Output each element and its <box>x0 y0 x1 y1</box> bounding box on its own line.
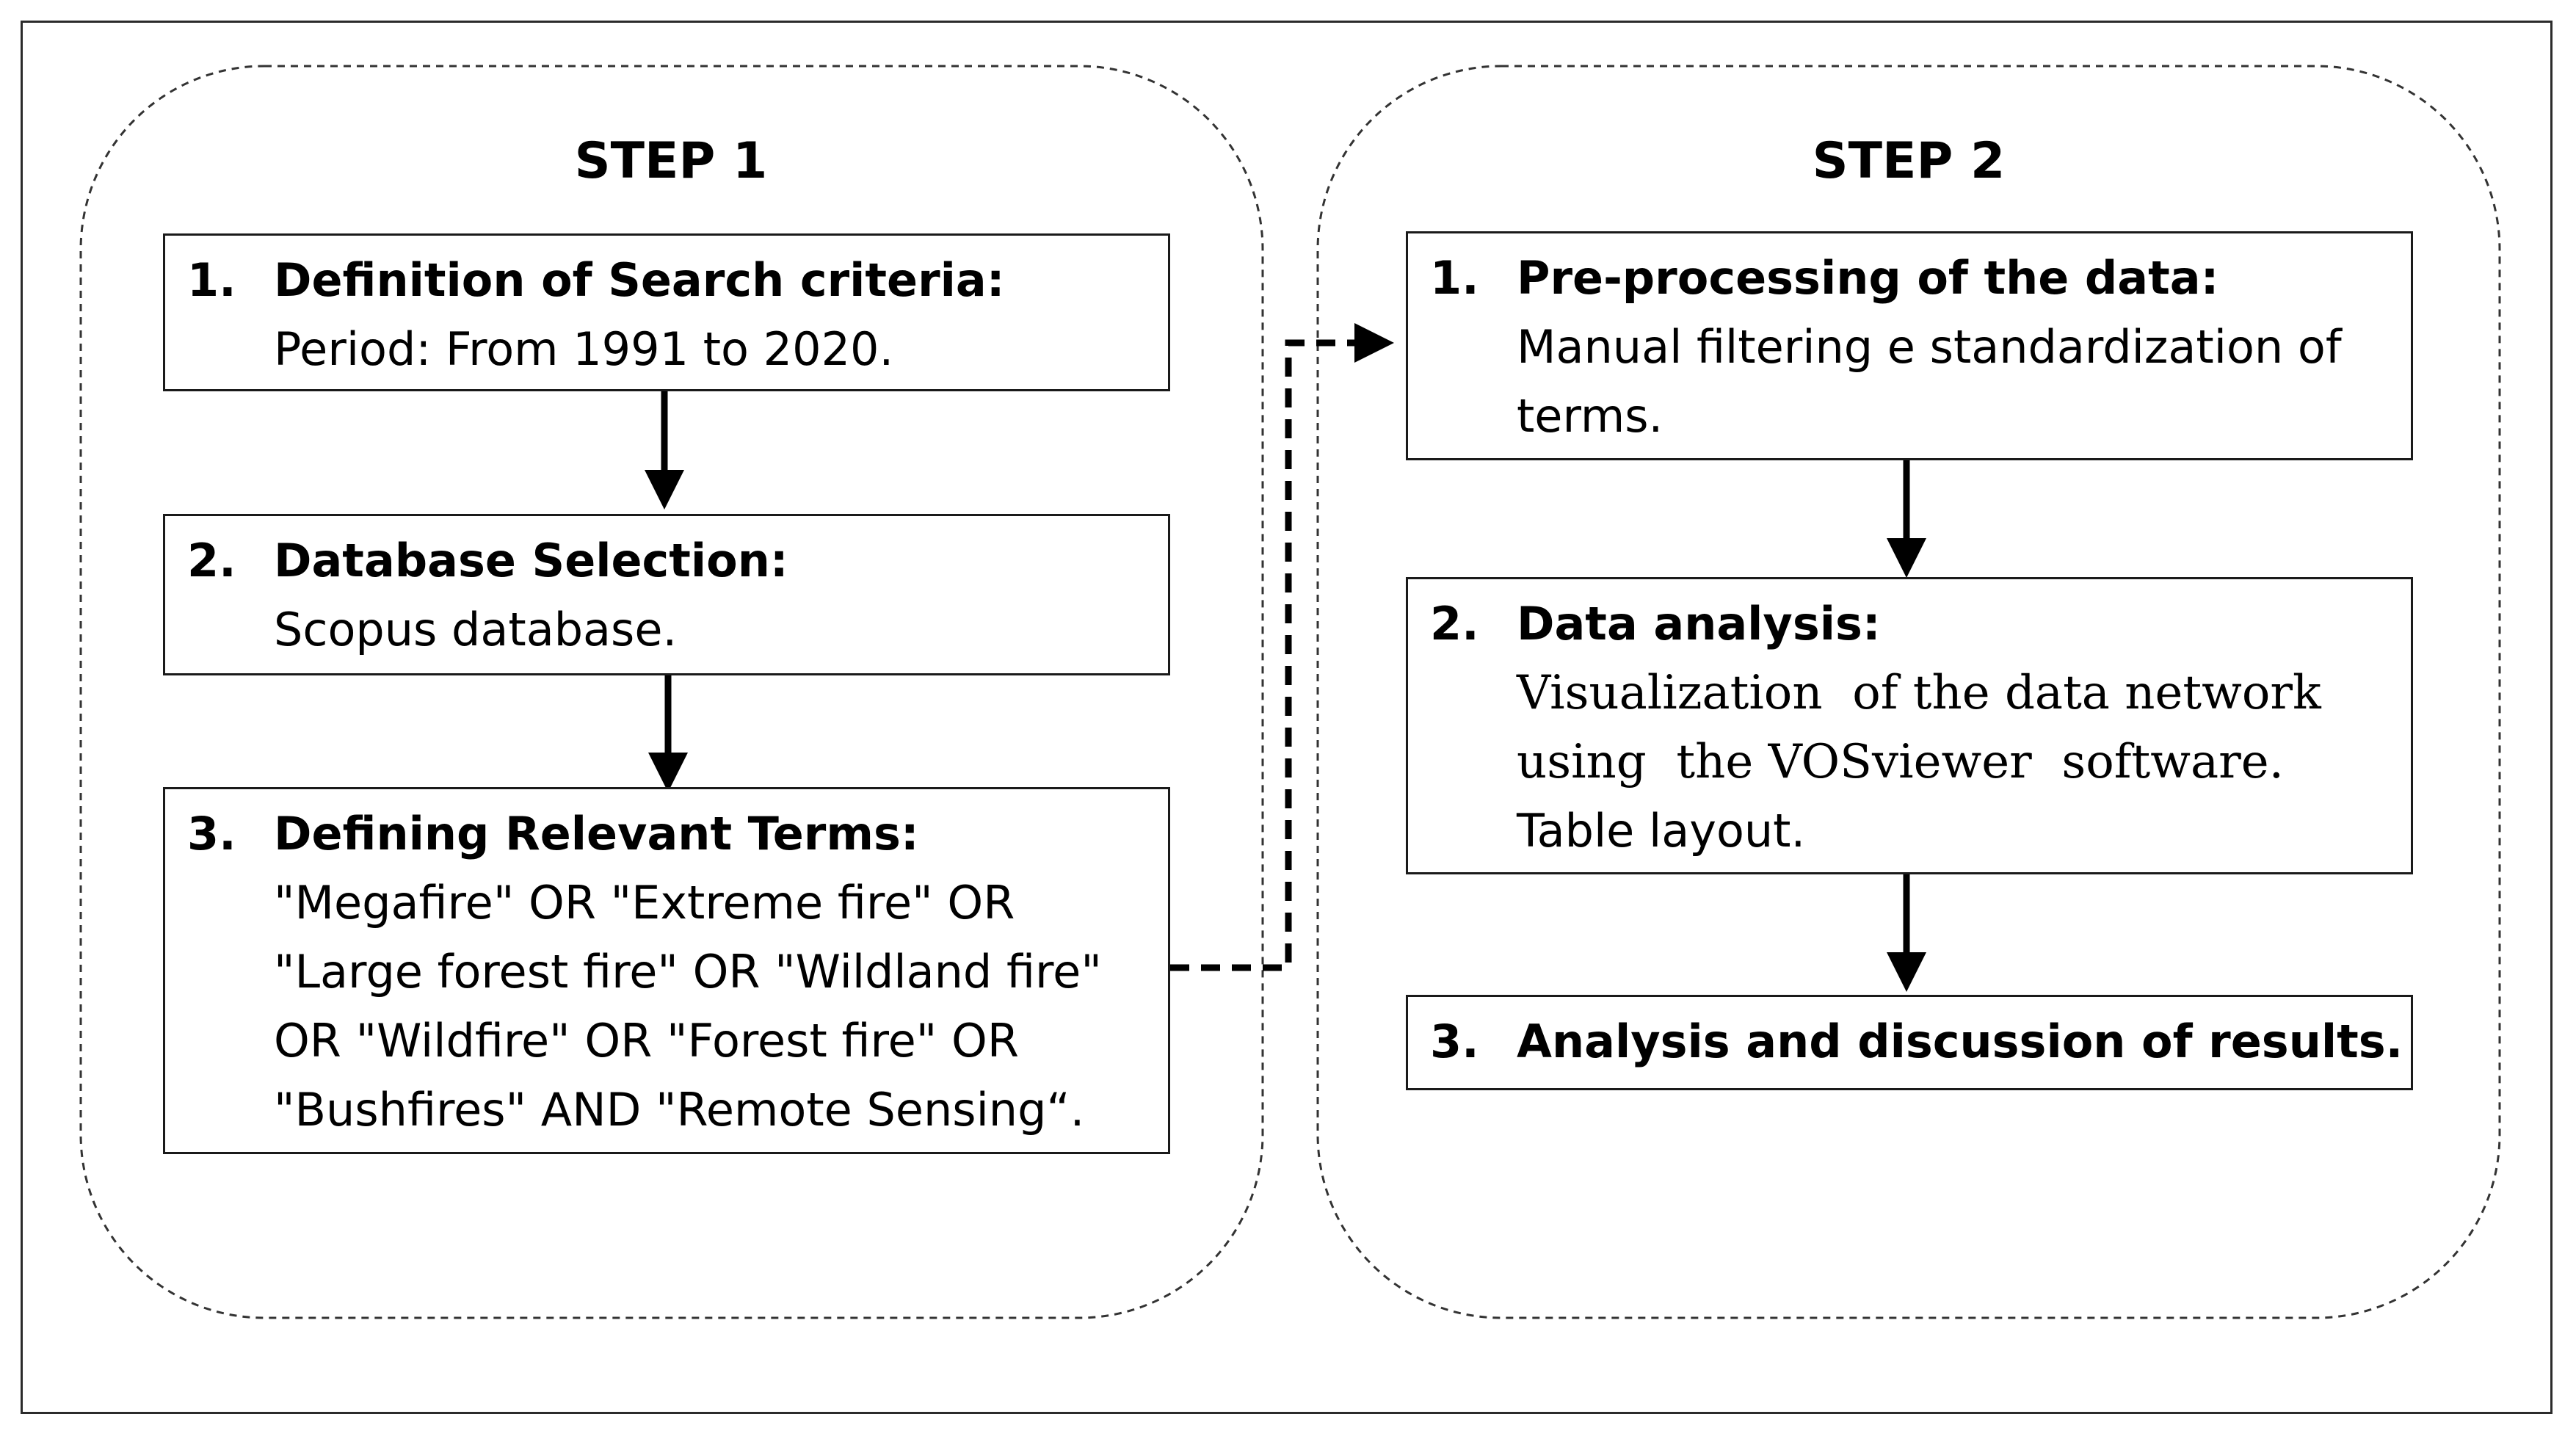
step2-group <box>1316 65 2501 1319</box>
step1-item1-text: Period: From 1991 to 2020. <box>274 322 894 376</box>
step1-box-relevant-terms: 3. Defining Relevant Terms: "Megafire" O… <box>163 787 1170 1154</box>
step2-item1-number: 1. <box>1430 251 1479 305</box>
step2-title: STEP 2 <box>1812 132 2006 190</box>
step1-item2-text: Scopus database. <box>274 603 678 656</box>
step2-item1-text: Manual filtering e standardization of te… <box>1517 320 2342 443</box>
dashed-connector-step1-to-step2 <box>1170 323 1394 971</box>
step1-item3-number: 3. <box>187 807 236 860</box>
step1-item2-number: 2. <box>187 534 236 587</box>
step1-box-search-criteria: 1. Definition of Search criteria: Period… <box>163 233 1170 391</box>
step2-item3-number: 3. <box>1430 1015 1479 1068</box>
step2-item2-serif-text: Visualization of the data network using … <box>1517 666 2321 789</box>
step2-item1-heading: Pre-processing of the data: <box>1517 251 2219 305</box>
step1-item1-number: 1. <box>187 253 236 307</box>
step1-item3-text: "Megafire" OR "Extreme fire" OR "Large f… <box>274 876 1102 1137</box>
step1-title: STEP 1 <box>574 132 768 190</box>
step2-item2-heading: Data analysis: <box>1517 597 1881 650</box>
figure-frame <box>21 21 2553 1414</box>
step2-item2-number: 2. <box>1430 597 1479 650</box>
step1-item1-heading: Definition of Search criteria: <box>274 253 1005 307</box>
step2-box-results: 3. Analysis and discussion of results. <box>1406 995 2413 1090</box>
step1-item3-heading: Defining Relevant Terms: <box>274 807 919 860</box>
step2-box-data-analysis: 2. Data analysis: Visualization of the d… <box>1406 577 2413 874</box>
step1-item2-heading: Database Selection: <box>274 534 788 587</box>
step2-item3-heading: Analysis and discussion of results. <box>1517 1015 2403 1068</box>
step1-box-database-selection: 2. Database Selection: Scopus database. <box>163 514 1170 675</box>
step2-item2-text: Table layout. <box>1517 804 1806 858</box>
step1-group <box>79 65 1264 1319</box>
step2-box-preprocessing: 1. Pre-processing of the data: Manual fi… <box>1406 231 2413 460</box>
